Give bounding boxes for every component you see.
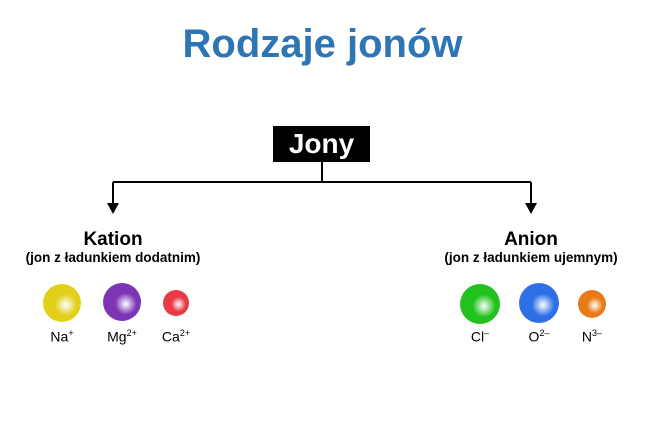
ion-label-na: Na+ [50,328,74,345]
page-title: Rodzaje jonów [182,22,463,66]
kation-heading: Kation [83,229,143,250]
anion-description: (jon z ładunkiem ujemnym) [444,250,618,265]
ion-sphere-mg [103,283,141,321]
ion-label-n: N3– [581,328,603,345]
ion-label-cl: Cl– [470,328,490,345]
ion-sphere-n [578,290,606,318]
kation-description: (jon z ładunkiem dodatnim) [25,250,201,265]
anion-heading: Anion [504,229,558,250]
ion-sphere-na [43,284,81,322]
ion-label-o: O2– [528,328,550,345]
ion-sphere-ca [163,290,189,316]
ion-label-mg: Mg2+ [107,328,137,345]
ion-sphere-o [519,283,559,323]
arrow-right-icon [525,203,537,214]
root-node: Jony [273,126,370,162]
ion-sphere-cl [460,284,500,324]
arrow-left-icon [107,203,119,214]
ion-label-ca: Ca2+ [161,328,191,345]
